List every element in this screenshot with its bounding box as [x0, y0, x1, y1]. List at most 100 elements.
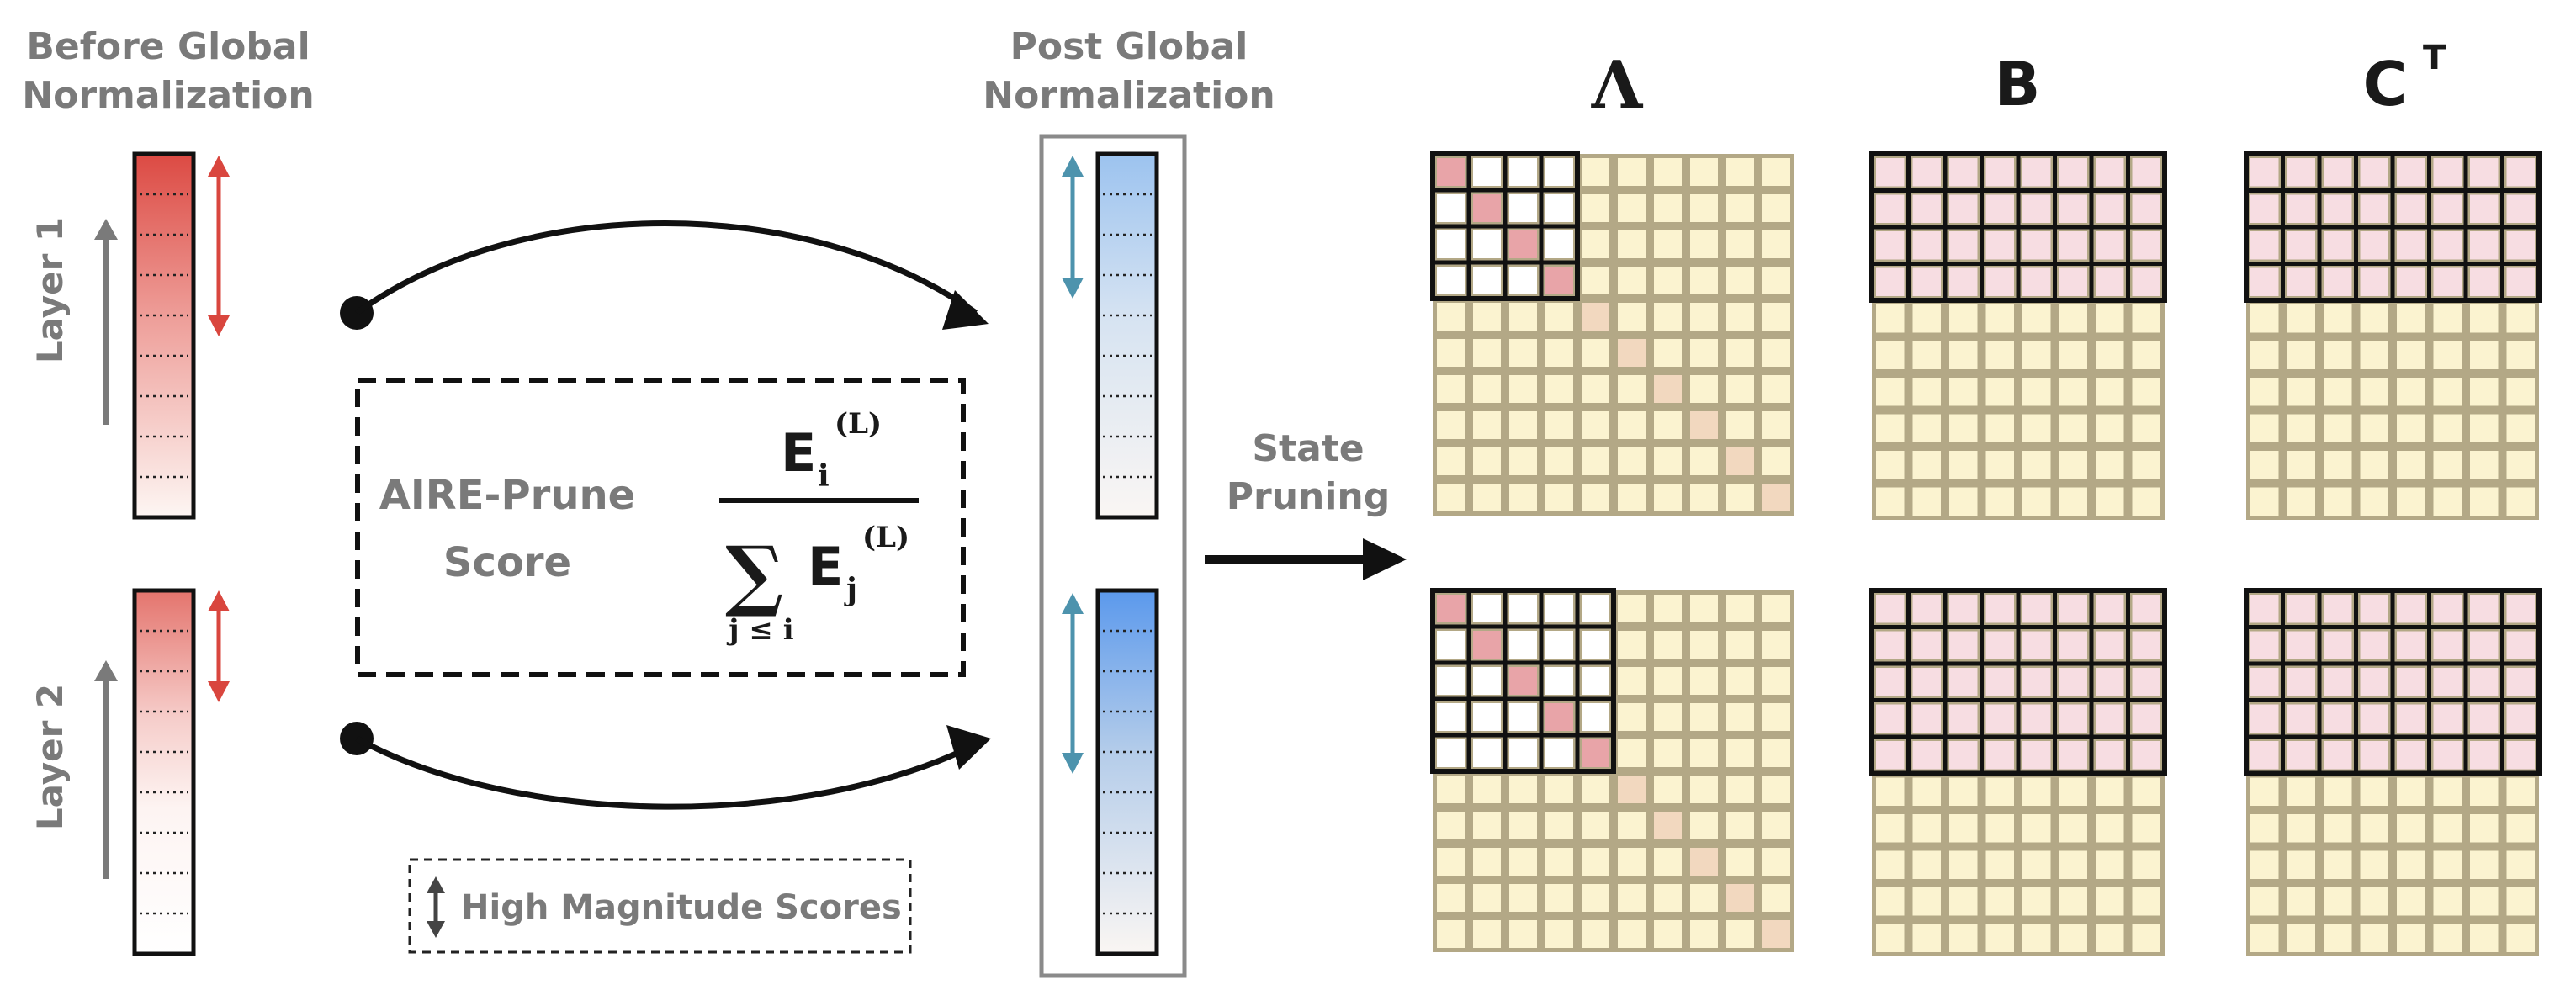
lambda-cell	[1726, 739, 1754, 767]
c-cell	[2397, 741, 2425, 770]
b-cell	[2096, 304, 2124, 333]
b-cell	[1876, 194, 1905, 223]
b-cell	[1876, 341, 1905, 369]
b-cell	[1985, 194, 2014, 223]
lambda-cell	[1437, 776, 1465, 803]
b-cell	[2059, 451, 2087, 479]
lambda-cell	[1654, 920, 1682, 948]
b-cell	[1985, 451, 2014, 479]
lambda-cell	[1473, 848, 1501, 876]
c-cell	[2250, 487, 2279, 516]
lambda-cell	[1582, 194, 1609, 222]
lambda-cell	[1690, 739, 1718, 767]
c-cell	[2324, 487, 2352, 516]
before-normalization-title-line2: Normalization	[22, 74, 314, 117]
c-cell	[2397, 777, 2425, 806]
b-cell	[2096, 194, 2124, 223]
c-cell	[2470, 231, 2499, 260]
c-cell	[2506, 814, 2535, 843]
lambda-cell	[1509, 739, 1537, 767]
b-cell	[2096, 341, 2124, 369]
b-cell	[2022, 887, 2051, 916]
c-cell	[2360, 777, 2388, 806]
lambda-cell	[1690, 776, 1718, 803]
lambda-cell	[1762, 920, 1790, 948]
b-cell	[1912, 924, 1941, 952]
lambda-cell	[1762, 267, 1790, 294]
before-normalization-title-line1: Before Global	[26, 25, 310, 68]
layer2-label: Layer 2	[29, 684, 71, 830]
layer1-score-bar-before	[132, 151, 196, 520]
b-cell	[1876, 668, 1905, 696]
lambda-cell	[1545, 848, 1573, 876]
c-cell	[2360, 304, 2388, 333]
b-cell	[2096, 231, 2124, 260]
b-matrix-layer1	[1869, 151, 2167, 520]
layer2-score-bar-after	[1095, 588, 1159, 956]
lambda-cell	[1509, 848, 1537, 876]
lambda-cell	[1545, 158, 1573, 186]
b-cell	[2096, 924, 2124, 952]
lambda-cell	[1437, 484, 1465, 511]
c-cell	[2360, 704, 2388, 733]
b-cell	[1876, 741, 1905, 770]
c-cell	[2506, 267, 2535, 296]
lambda-cell	[1690, 667, 1718, 695]
b-cell	[1876, 267, 1905, 296]
lambda-cell	[1690, 631, 1718, 659]
c-cell	[2470, 487, 2499, 516]
lambda-cell	[1545, 230, 1573, 258]
b-cell	[2096, 668, 2124, 696]
b-cell	[2059, 595, 2087, 623]
lambda-cell	[1690, 595, 1718, 622]
b-cell	[2132, 451, 2160, 479]
b-cell	[2132, 631, 2160, 659]
lambda-cell	[1654, 812, 1682, 839]
b-cell	[1912, 704, 1941, 733]
lambda-cell	[1618, 848, 1646, 876]
b-cell	[1876, 595, 1905, 623]
c-cell	[2250, 631, 2279, 659]
b-cell	[2132, 304, 2160, 333]
b-cell	[1949, 777, 1978, 806]
lambda-cell	[1545, 447, 1573, 475]
b-cell	[2059, 850, 2087, 879]
lambda-cell	[1473, 667, 1501, 695]
c-cell	[2360, 158, 2388, 187]
c-matrix-layer2	[2244, 588, 2542, 956]
c-cell	[2287, 304, 2315, 333]
b-cell	[2132, 414, 2160, 442]
c-cell	[2433, 267, 2462, 296]
lambda-cell	[1473, 739, 1501, 767]
lambda-cell	[1509, 920, 1537, 948]
b-cell	[2059, 158, 2087, 187]
lambda-cell	[1582, 375, 1609, 403]
b-cell	[1985, 231, 2014, 260]
b-cell	[1876, 487, 1905, 516]
b-cell	[2132, 814, 2160, 843]
b-cell	[1949, 595, 1978, 623]
c-cell	[2506, 777, 2535, 806]
lambda-cell	[1473, 158, 1501, 186]
lambda-cell	[1654, 595, 1682, 622]
lambda-cell	[1690, 484, 1718, 511]
lambda-cell	[1690, 339, 1718, 367]
b-cell	[1876, 704, 1905, 733]
c-cell	[2250, 668, 2279, 696]
c-cell	[2397, 194, 2425, 223]
lambda-cell	[1690, 920, 1718, 948]
lambda-cell	[1762, 884, 1790, 912]
b-cell	[2096, 850, 2124, 879]
lambda-cell	[1654, 375, 1682, 403]
lambda-cell	[1618, 267, 1646, 294]
b-matrix-layer2	[1869, 588, 2167, 956]
lambda-cell	[1437, 884, 1465, 912]
denominator-E: E	[808, 536, 843, 597]
lambda-matrix-layer1	[1430, 151, 1794, 516]
c-cell	[2506, 887, 2535, 916]
b-cell	[2022, 414, 2051, 442]
b-cell	[1985, 814, 2014, 843]
lambda-cell	[1654, 267, 1682, 294]
lambda-cell	[1726, 411, 1754, 439]
lambda-cell	[1473, 884, 1501, 912]
